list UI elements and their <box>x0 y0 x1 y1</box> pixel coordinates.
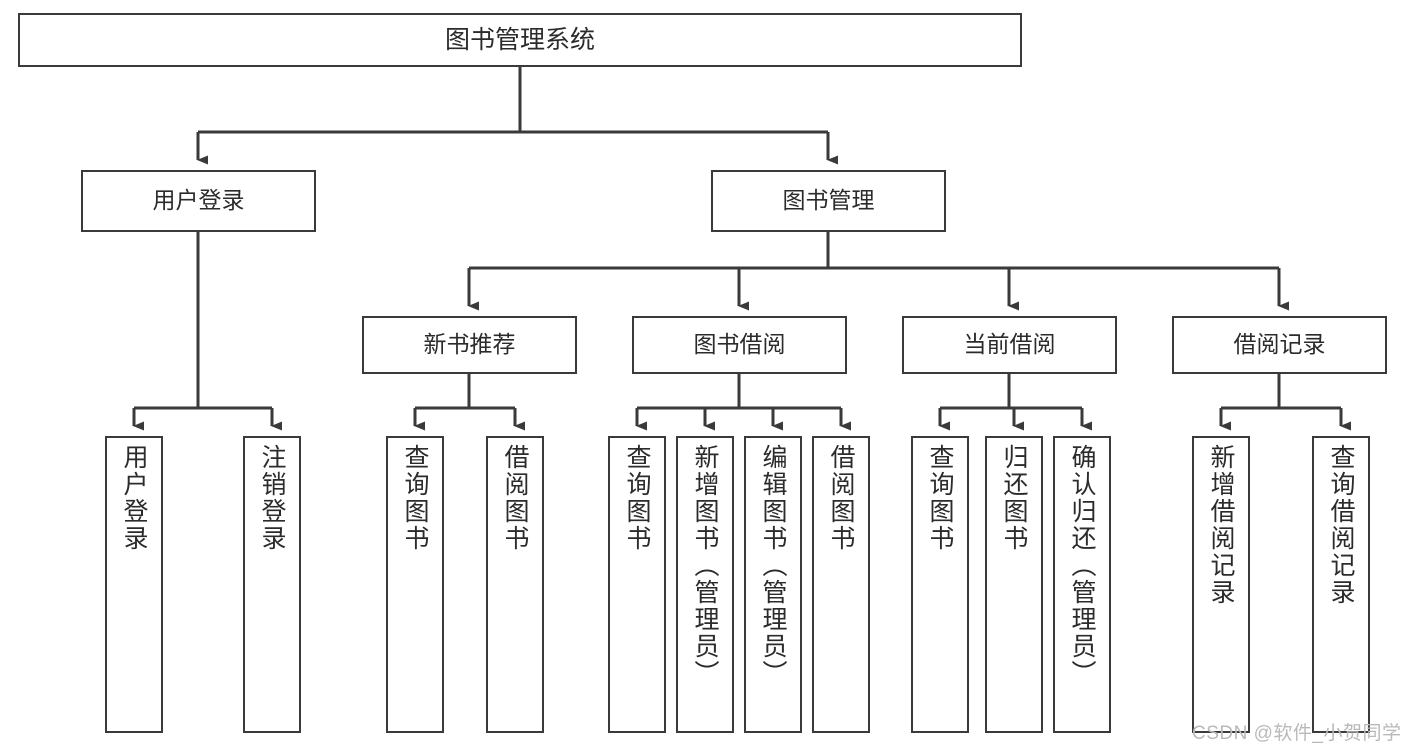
leaf-query-book[interactable]: 查询图书 <box>608 436 666 733</box>
node-label: 借阅图书 <box>501 444 529 552</box>
node-label: 借阅记录 <box>1233 331 1326 358</box>
node-label: 新书推荐 <box>423 331 516 358</box>
node-label: 查询图书 <box>623 444 651 552</box>
leaf-user-login[interactable]: 用户登录 <box>105 436 163 733</box>
leaf-borrow-book[interactable]: 借阅图书 <box>812 436 870 733</box>
node-book-borrow[interactable]: 图书借阅 <box>632 316 847 374</box>
node-label: 确认归还（管理员） <box>1068 444 1096 687</box>
node-book-manage[interactable]: 图书管理 <box>711 170 946 232</box>
node-label: 查询借阅记录 <box>1327 444 1355 606</box>
node-label: 新增借阅记录 <box>1207 444 1235 606</box>
node-label: 图书管理 <box>782 187 875 214</box>
leaf-confirm-return-admin[interactable]: 确认归还（管理员） <box>1053 436 1111 733</box>
node-label: 新增图书（管理员） <box>691 444 719 687</box>
node-label: 当前借阅 <box>963 331 1056 358</box>
node-root-system[interactable]: 图书管理系统 <box>18 13 1022 67</box>
node-label: 归还图书 <box>1000 444 1028 552</box>
node-label: 图书管理系统 <box>444 26 595 54</box>
leaf-add-borrow-record[interactable]: 新增借阅记录 <box>1192 436 1250 733</box>
node-label: 编辑图书（管理员） <box>759 444 787 687</box>
node-label: 查询图书 <box>401 444 429 552</box>
node-user-login[interactable]: 用户登录 <box>81 170 316 232</box>
node-label: 借阅图书 <box>827 444 855 552</box>
leaf-edit-book-admin[interactable]: 编辑图书（管理员） <box>744 436 802 733</box>
leaf-user-logout[interactable]: 注销登录 <box>243 436 301 733</box>
node-label: 图书借阅 <box>693 331 786 358</box>
leaf-query-book-recommend[interactable]: 查询图书 <box>386 436 444 733</box>
leaf-return-book[interactable]: 归还图书 <box>985 436 1043 733</box>
node-label: 查询图书 <box>926 444 954 552</box>
leaf-add-book-admin[interactable]: 新增图书（管理员） <box>676 436 734 733</box>
node-borrow-record[interactable]: 借阅记录 <box>1172 316 1387 374</box>
node-label: 注销登录 <box>258 444 286 552</box>
node-label: 用户登录 <box>152 187 245 214</box>
node-current-borrow[interactable]: 当前借阅 <box>902 316 1117 374</box>
leaf-query-book-current[interactable]: 查询图书 <box>911 436 969 733</box>
node-label: 用户登录 <box>120 444 148 552</box>
node-new-book-recommend[interactable]: 新书推荐 <box>362 316 577 374</box>
leaf-borrow-book-recommend[interactable]: 借阅图书 <box>486 436 544 733</box>
leaf-query-borrow-record[interactable]: 查询借阅记录 <box>1312 436 1370 733</box>
